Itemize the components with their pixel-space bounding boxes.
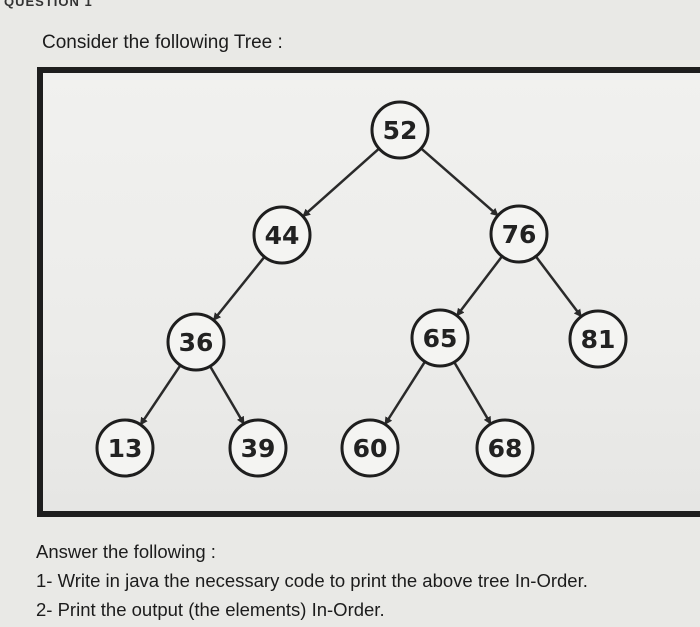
- tree-node-circle: [228, 418, 288, 478]
- tree-node-68: 68: [475, 418, 535, 478]
- tree-node-label: 76: [502, 220, 537, 249]
- tree-node-label: 44: [265, 221, 300, 250]
- answer-section: Answer the following : 1- Write in java …: [36, 537, 588, 624]
- answer-item-2: 2- Print the output (the elements) In-Or…: [36, 599, 385, 620]
- tree-node-circle: [252, 205, 312, 265]
- tree-edge-36-39: [209, 365, 245, 425]
- answer-heading: Answer the following :: [36, 541, 216, 562]
- tree-node-label: 36: [179, 328, 214, 357]
- tree-edge-65-68: [453, 361, 492, 425]
- tree-node-39: 39: [228, 418, 288, 478]
- tree-node-60: 60: [340, 418, 400, 478]
- tree-node-label: 81: [581, 325, 616, 354]
- tree-node-label: 65: [423, 324, 458, 353]
- tree-node-76: 76: [489, 204, 549, 264]
- tree-edge-65-60: [384, 360, 427, 426]
- tree-node-circle: [166, 312, 226, 372]
- tree-node-circle: [489, 204, 549, 264]
- tree-node-36: 36: [166, 312, 226, 372]
- tree-node-label: 68: [488, 434, 523, 463]
- tree-edge-44-36: [212, 256, 266, 321]
- tree-edge-76-81: [534, 255, 582, 318]
- tree-node-65: 65: [410, 308, 470, 368]
- tree-node-52: 52: [370, 100, 430, 160]
- tree-node-label: 52: [383, 116, 418, 145]
- question-header: QUESTION 1: [4, 0, 93, 9]
- tree-node-circle: [410, 308, 470, 368]
- answer-item-1: 1- Write in java the necessary code to p…: [36, 570, 588, 591]
- tree-node-label: 39: [241, 434, 276, 463]
- tree-node-circle: [370, 100, 430, 160]
- tree-edge-36-13: [139, 364, 182, 426]
- tree-node-circle: [340, 418, 400, 478]
- tree-node-circle: [475, 418, 535, 478]
- tree-node-label: 60: [353, 434, 388, 463]
- tree-node-44: 44: [252, 205, 312, 265]
- tree-edge-76-65: [456, 255, 504, 317]
- tree-node-circle: [568, 309, 628, 369]
- tree-node-13: 13: [95, 418, 155, 478]
- tree-edge-52-76: [420, 147, 499, 217]
- tree-node-81: 81: [568, 309, 628, 369]
- tree-edge-52-44: [302, 147, 380, 218]
- question-intro: Consider the following Tree :: [42, 32, 283, 53]
- tree-node-label: 13: [108, 434, 143, 463]
- tree-node-circle: [95, 418, 155, 478]
